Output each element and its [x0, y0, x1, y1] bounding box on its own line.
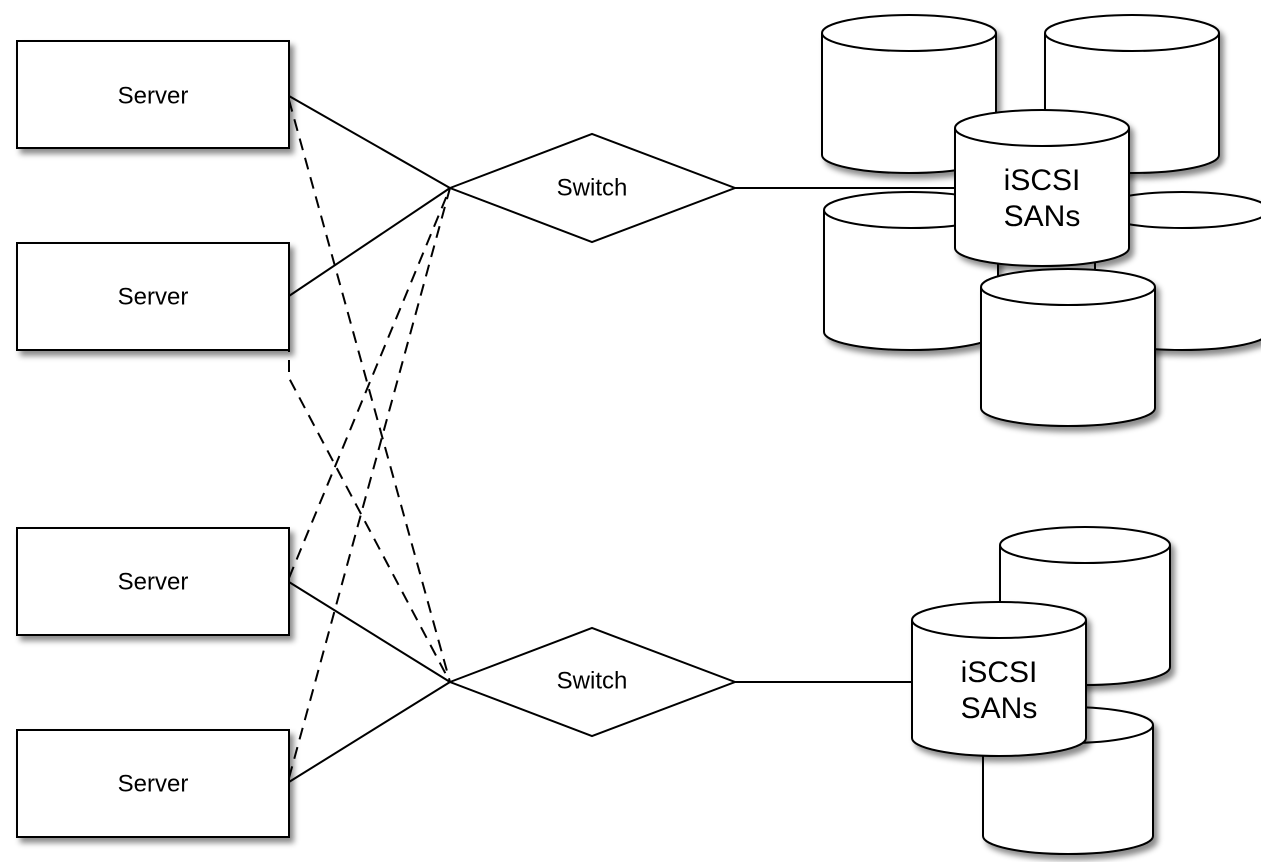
- san-label-line1: iSCSI: [1004, 164, 1081, 197]
- server-label: Server: [118, 283, 189, 310]
- switch-label: Switch: [557, 174, 628, 201]
- link-server1-switch1: [288, 95, 451, 189]
- backup-link-server2-switch2: [288, 300, 451, 683]
- san-group-1: iSCSI SANs: [821, 14, 1261, 427]
- link-server3-switch2: [288, 581, 451, 683]
- link-server2-switch1: [288, 187, 451, 297]
- san-label-line2: SANs: [961, 692, 1038, 725]
- server-3: Server: [16, 527, 290, 636]
- server-2: Server: [16, 242, 290, 351]
- server-1: Server: [16, 40, 290, 149]
- server-label: Server: [118, 770, 189, 797]
- storage-cylinder-front: [911, 601, 1087, 757]
- san-label-line2: SANs: [1004, 200, 1081, 233]
- san-group-2: iSCSI SANs: [911, 526, 1171, 855]
- server-label: Server: [118, 568, 189, 595]
- switch-2: Switch: [447, 626, 738, 738]
- link-server4-switch2: [288, 681, 451, 783]
- storage-cylinder: [980, 268, 1156, 427]
- backup-link-server4-switch1: [288, 187, 451, 779]
- server-4: Server: [16, 729, 290, 838]
- switch-label: Switch: [557, 667, 628, 694]
- server-label: Server: [118, 82, 189, 109]
- storage-cylinder-front: [954, 109, 1130, 267]
- switch-1: Switch: [447, 132, 738, 244]
- san-label-line1: iSCSI: [961, 656, 1038, 689]
- backup-link-server1-switch2: [288, 99, 451, 683]
- backup-link-server3-switch1: [288, 187, 451, 579]
